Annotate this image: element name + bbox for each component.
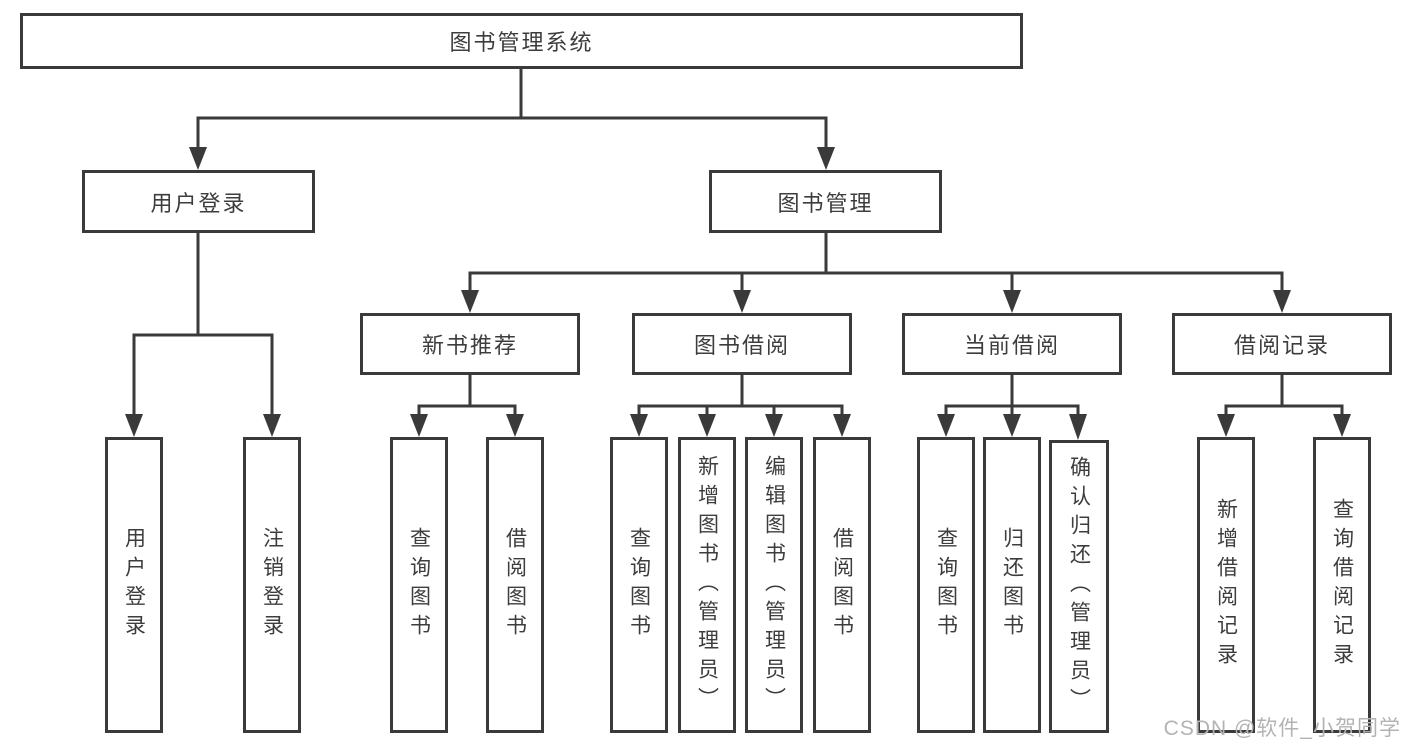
arrow-down-icon: [1333, 414, 1351, 437]
arrow-down-icon: [461, 290, 479, 313]
connector-new-book-rec-children: [410, 373, 524, 437]
leaf-query-books: 查询图书: [610, 437, 668, 733]
node-label: 借阅图书: [503, 527, 527, 643]
arrow-down-icon: [410, 414, 428, 437]
node-label: 新增图书（管理员）: [695, 454, 719, 716]
leaf-query-books: 查询图书: [390, 437, 448, 733]
arrow-down-icon: [698, 414, 716, 437]
node-label: 当前借阅: [963, 333, 1060, 358]
node-label: 查询图书: [627, 527, 651, 643]
leaf-user-login: 用户登录: [105, 437, 163, 733]
leaf-query-books: 查询图书: [917, 437, 975, 733]
arrow-down-icon: [1003, 290, 1021, 313]
node-label: 新增借阅记录: [1214, 498, 1238, 672]
arrow-down-icon: [630, 414, 648, 437]
arrow-down-icon: [937, 414, 955, 437]
connector-borrow-record-children: [1217, 373, 1351, 437]
node-current-borrowing: 当前借阅: [902, 313, 1122, 375]
node-label: 图书管理系统: [449, 30, 594, 55]
leaf-borrow-books: 借阅图书: [486, 437, 544, 733]
arrow-down-icon: [1003, 414, 1021, 437]
arrow-down-icon: [765, 414, 783, 437]
arrow-down-icon: [733, 290, 751, 313]
node-label: 图书借阅: [693, 333, 790, 358]
arrow-down-icon: [1069, 414, 1087, 440]
node-label: 查询图书: [934, 527, 958, 643]
node-label: 借阅图书: [830, 527, 854, 643]
node-label: 归还图书: [1000, 527, 1024, 643]
csdn-watermark: CSDN @软件_小贺同学: [1163, 717, 1401, 740]
node-root-system: 图书管理系统: [20, 13, 1023, 69]
node-label: 查询借阅记录: [1330, 498, 1354, 672]
leaf-add-books-admin: 新增图书（管理员）: [678, 437, 736, 733]
arrow-down-icon: [189, 147, 207, 170]
connector-book-borrow-children: [630, 373, 851, 437]
node-label: 借阅记录: [1233, 333, 1330, 358]
node-book-management: 图书管理: [709, 170, 942, 233]
arrow-down-icon: [833, 414, 851, 437]
leaf-confirm-return-admin: 确认归还（管理员）: [1049, 440, 1109, 733]
leaf-query-borrow-record: 查询借阅记录: [1313, 437, 1371, 733]
leaf-return-books: 归还图书: [983, 437, 1041, 733]
arrow-down-icon: [263, 414, 281, 437]
leaf-edit-books-admin: 编辑图书（管理员）: [745, 437, 803, 733]
arrow-down-icon: [1273, 290, 1291, 313]
connector-current-borrow-children: [937, 373, 1087, 440]
arrow-down-icon: [1217, 414, 1235, 437]
leaf-logout: 注销登录: [243, 437, 301, 733]
node-book-borrowing: 图书借阅: [632, 313, 852, 375]
node-label: 查询图书: [407, 527, 431, 643]
node-label: 确认归还（管理员）: [1067, 456, 1091, 717]
node-label: 用户登录: [122, 527, 146, 643]
node-user-login: 用户登录: [82, 170, 315, 233]
node-label: 注销登录: [260, 527, 284, 643]
arrow-down-icon: [125, 414, 143, 437]
arrow-down-icon: [817, 147, 835, 170]
connector-user-login-children: [125, 231, 281, 437]
node-label: 图书管理: [777, 190, 874, 216]
connector-root-to-level2: [189, 67, 835, 170]
arrow-down-icon: [506, 414, 524, 437]
connector-book-mgmt-children: [461, 231, 1291, 313]
node-label: 新书推荐: [421, 333, 518, 358]
node-label: 用户登录: [150, 190, 247, 216]
leaf-borrow-books: 借阅图书: [813, 437, 871, 733]
node-borrowing-records: 借阅记录: [1172, 313, 1392, 375]
leaf-add-borrow-record: 新增借阅记录: [1197, 437, 1255, 733]
node-label: 编辑图书（管理员）: [762, 454, 786, 716]
node-new-book-recommend: 新书推荐: [360, 313, 580, 375]
